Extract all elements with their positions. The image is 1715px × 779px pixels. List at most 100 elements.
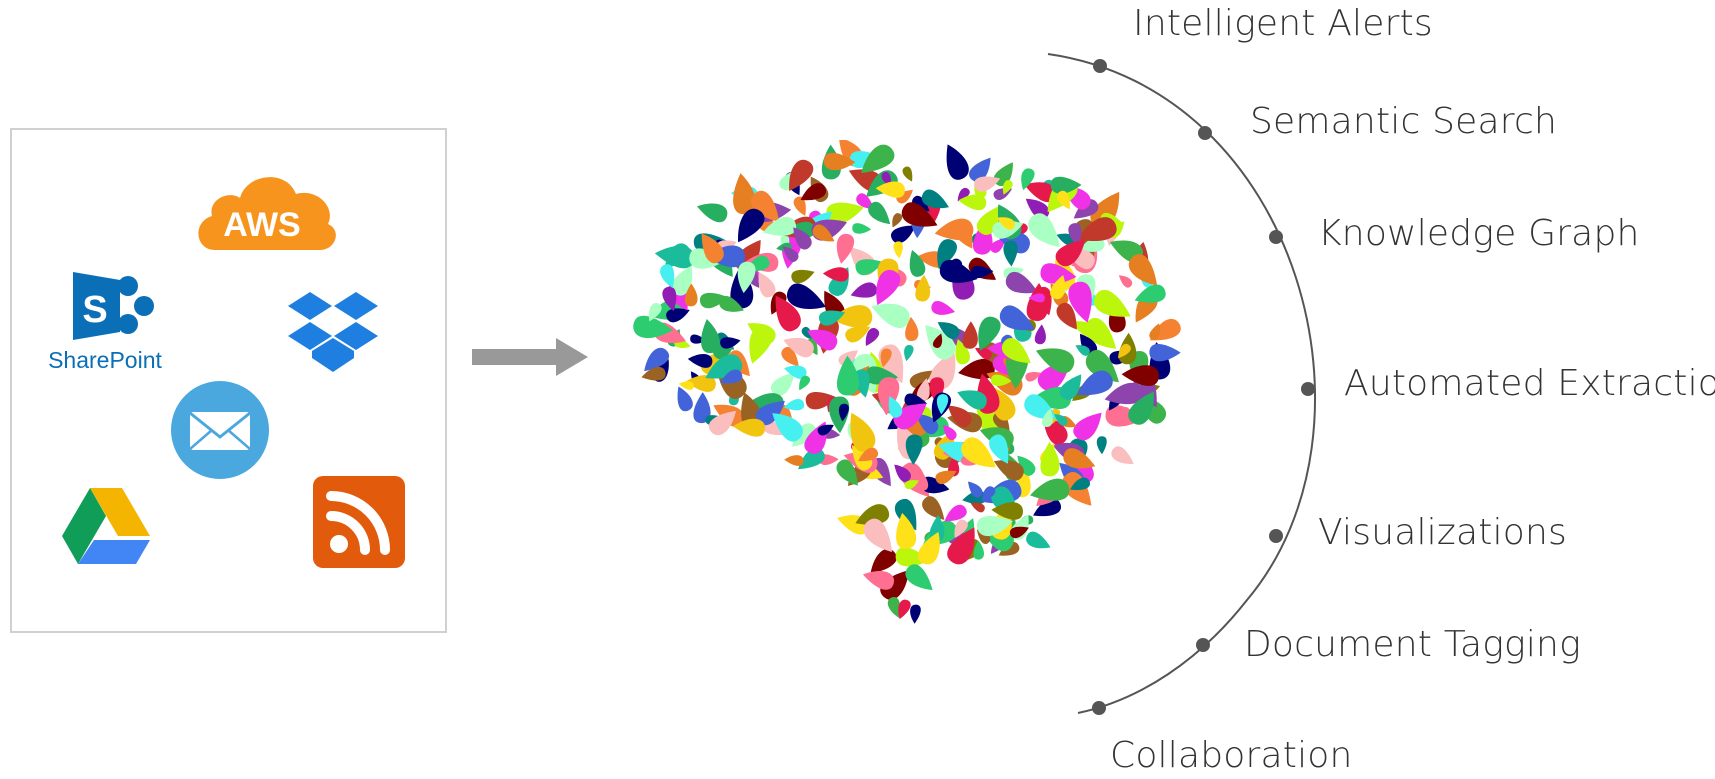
brain-drop-shape (861, 144, 895, 174)
brain-drop-shape (798, 447, 825, 470)
aws-cloud-icon: AWS (198, 177, 336, 250)
brain-drop-shape (644, 347, 670, 372)
brain-drop-shape (775, 295, 801, 332)
brain-drop-shape (887, 596, 901, 618)
brain-drop-shape (1077, 217, 1117, 242)
aws-label: AWS (223, 206, 300, 244)
brain-drop-shape (891, 225, 916, 244)
brain-drop-shape (877, 377, 900, 416)
brain-drop-shape (954, 519, 968, 538)
brain-drop-shape (781, 346, 799, 367)
brain-drop-shape (693, 392, 711, 424)
brain-drop-shape (989, 238, 1006, 253)
brain-drop-shape (1033, 498, 1062, 517)
brain-drop-shape (921, 189, 949, 209)
colorful-brain-icon (633, 140, 1181, 624)
brain-drop-shape (838, 403, 849, 422)
brain-drop-shape (1041, 408, 1053, 428)
brain-drop-shape (633, 315, 673, 339)
feature-intelligent-alerts: Intelligent Alerts (1133, 3, 1433, 44)
arc-node-icon (1093, 59, 1107, 73)
brain-drop-shape (904, 393, 928, 407)
brain-drop-shape (944, 504, 967, 522)
brain-drop-shape (939, 259, 978, 283)
brain-drop-shape (905, 564, 933, 591)
brain-drop-shape (1054, 414, 1068, 426)
brain-drop-shape (1025, 372, 1042, 382)
brain-drop-shape (1005, 271, 1038, 294)
brain-drop-shape (967, 481, 983, 498)
brain-drop-shape (662, 286, 677, 312)
brain-drop-shape (1056, 190, 1070, 210)
brain-drop-shape (719, 295, 744, 312)
brain-drop-shape (975, 347, 992, 360)
brain-drop-shape (1003, 240, 1018, 267)
brain-drop-shape (1149, 344, 1181, 362)
brain-drop-shape (806, 329, 838, 351)
arc-node-icon (1269, 529, 1283, 543)
brain-drop-shape (685, 375, 716, 392)
brain-drop-shape (755, 400, 785, 426)
sharepoint-letter: S (82, 289, 107, 331)
brain-drop-shape (880, 570, 910, 600)
brain-drop-shape (1076, 370, 1113, 396)
brain-drop-shape (863, 518, 893, 552)
brain-drop-shape (800, 183, 827, 201)
brain-drop-shape (932, 333, 943, 348)
brain-drop-shape (784, 365, 807, 379)
brain-drop-shape (1111, 446, 1134, 464)
brain-drop-shape (750, 190, 780, 222)
brain-drop-shape (678, 381, 694, 390)
brain-drop-shape (836, 355, 859, 396)
brain-drop-shape (1128, 391, 1154, 425)
brain-drop-shape (947, 405, 972, 428)
brain-drop-shape (782, 246, 799, 262)
brain-drop-shape (901, 202, 938, 227)
brain-drop-shape (902, 166, 913, 182)
brain-drop-shape (737, 261, 756, 294)
brain-drop-shape (792, 423, 817, 447)
brain-drop-shape (671, 265, 693, 296)
brain-drop-shape (648, 303, 662, 322)
brain-drop-shape (868, 201, 891, 225)
brain-drop-shape (812, 224, 835, 242)
brain-drop-shape (789, 159, 814, 192)
brain-drop-shape (971, 265, 994, 279)
brain-drop-shape (922, 496, 945, 520)
brain-drop-shape (918, 473, 929, 491)
brain-drop-shape (957, 187, 970, 202)
brain-drop-shape (952, 219, 973, 249)
brain-drop-shape (684, 283, 698, 307)
brain-drop-shape (1075, 345, 1090, 356)
brain-drop-shape (783, 399, 805, 411)
brain-drop-shape (1118, 275, 1133, 288)
brain-drop-shape (805, 392, 838, 410)
brain-drop-shape (905, 316, 919, 342)
brain-drop-shape (909, 249, 926, 277)
brain-drop-shape (720, 337, 741, 349)
brain-drop-shape (999, 305, 1035, 331)
arc-node-icon (1269, 230, 1283, 244)
brain-drop-shape (786, 221, 816, 238)
brain-drop-shape (641, 366, 666, 381)
brain-drop-shape (1017, 455, 1036, 476)
brain-drop-shape (747, 323, 776, 345)
brain-drop-shape (738, 208, 765, 243)
brain-drop-shape (772, 413, 803, 442)
brain-drop-shape (931, 300, 955, 315)
brain-drop-shape (1021, 168, 1035, 191)
brain-drop-shape (1028, 293, 1045, 303)
brain-drop-shape (1030, 478, 1070, 501)
brain-drop-shape (1026, 531, 1051, 549)
brain-drop-shape (856, 193, 874, 210)
brain-drop-shape (1028, 213, 1060, 248)
brain-drop-shape (786, 283, 826, 309)
brain-drop-shape (876, 269, 901, 306)
brain-drop-shape (858, 447, 879, 462)
arc-node-icon (1092, 701, 1106, 715)
flow-arrow-icon (472, 338, 588, 376)
brain-drop-shape (981, 486, 996, 502)
brain-drop-shape (978, 316, 1001, 351)
brain-drop-shape (687, 353, 713, 368)
brain-drop-shape (968, 157, 991, 182)
